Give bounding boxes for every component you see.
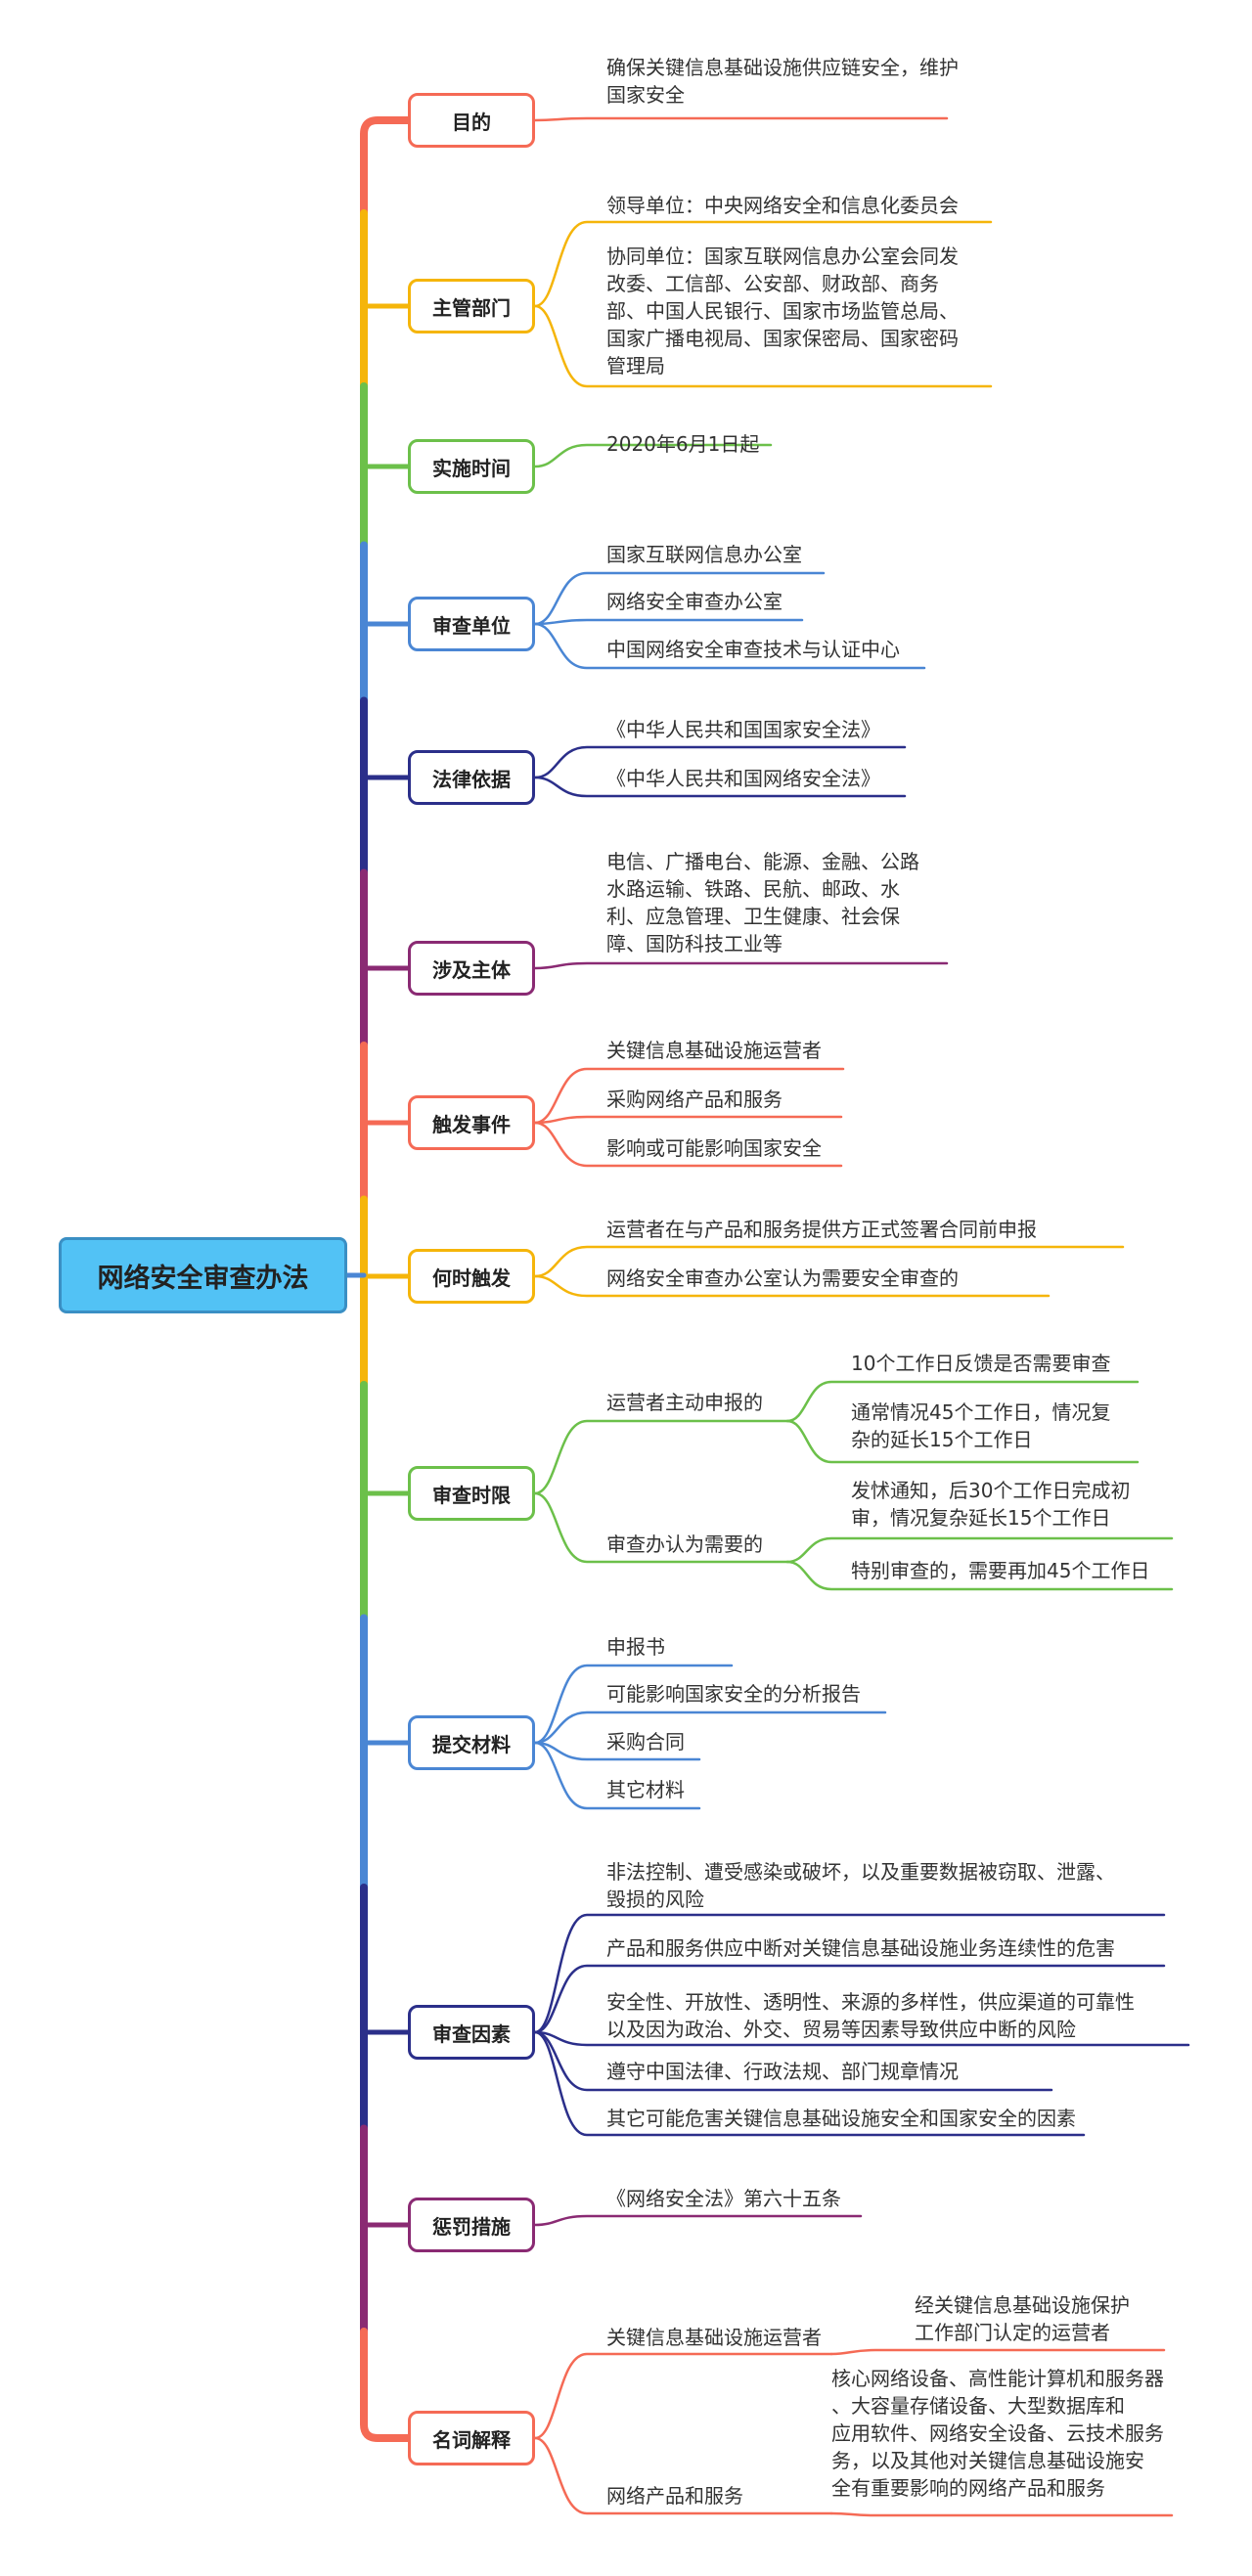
branch-line bbox=[533, 622, 926, 670]
category-node[interactable]: 审查单位 bbox=[408, 597, 535, 651]
branch-line bbox=[533, 1491, 789, 1564]
category-node[interactable]: 惩罚措施 bbox=[408, 2198, 535, 2252]
branch-line bbox=[533, 220, 993, 308]
branch-line bbox=[533, 1710, 887, 1745]
sub-branch-line bbox=[785, 1536, 1174, 1564]
category-node[interactable]: 涉及主体 bbox=[408, 941, 535, 996]
branch-line bbox=[533, 618, 804, 626]
branch-label[interactable]: 《中华人民共和国网络安全法》 bbox=[606, 767, 880, 790]
branch-line bbox=[533, 1664, 734, 1745]
branch-line bbox=[533, 1964, 1166, 2034]
trunk-segment bbox=[360, 116, 412, 217]
sub-branch-label[interactable]: 核心网络设备、高性能计算机和服务器 、大容量存储设备、大型数据库和 应用软件、网… bbox=[831, 2367, 1164, 2500]
sub-branch-label[interactable]: 通常情况45个工作日，情况复 杂的延长15个工作日 bbox=[851, 1400, 1111, 1451]
sub-branch-label[interactable]: 10个工作日反馈是否需要审查 bbox=[851, 1352, 1111, 1375]
branch-line bbox=[533, 2436, 833, 2515]
branch-label[interactable]: 电信、广播电台、能源、金融、公路 水路运输、铁路、民航、邮政、水 利、应急管理、… bbox=[606, 850, 919, 955]
category-node[interactable]: 审查时限 bbox=[408, 1466, 535, 1521]
branch-label[interactable]: 《网络安全法》第六十五条 bbox=[606, 2187, 841, 2210]
branch-label[interactable]: 其它材料 bbox=[606, 1778, 685, 1801]
branch-label[interactable]: 《中华人民共和国国家安全法》 bbox=[606, 718, 880, 741]
branch-label[interactable]: 申报书 bbox=[606, 1635, 665, 1659]
branch-line bbox=[533, 304, 993, 388]
category-node[interactable]: 目的 bbox=[408, 93, 535, 148]
branch-line bbox=[533, 1741, 701, 1810]
branch-line bbox=[533, 1115, 843, 1125]
branch-line bbox=[533, 1741, 701, 1761]
branch-label[interactable]: 2020年6月1日起 bbox=[606, 432, 760, 456]
sub-branch-line bbox=[829, 2348, 1166, 2356]
branch-label[interactable]: 采购网络产品和服务 bbox=[606, 1088, 782, 1111]
branch-label[interactable]: 运营者在与产品和服务提供方正式签署合同前申报 bbox=[606, 1218, 1037, 1241]
sub-branch-label[interactable]: 经关键信息基础设施保护 工作部门认定的运营者 bbox=[915, 2293, 1130, 2344]
category-node[interactable]: 法律依据 bbox=[408, 750, 535, 805]
branch-line bbox=[533, 776, 907, 798]
branch-label[interactable]: 可能影响国家安全的分析报告 bbox=[606, 1682, 861, 1706]
trunk-segment bbox=[360, 2328, 412, 2442]
branch-line bbox=[533, 2030, 1190, 2047]
sub-branch-label[interactable]: 发怵通知，后30个工作日完成初 审，情况复杂延长15个工作日 bbox=[851, 1479, 1131, 1530]
branch-label[interactable]: 中国网络安全审查技术与认证中心 bbox=[606, 638, 900, 661]
branch-label[interactable]: 关键信息基础设施运营者 bbox=[606, 2326, 822, 2349]
branch-line bbox=[533, 443, 773, 468]
sub-branch-line bbox=[785, 1560, 1174, 1591]
branch-label[interactable]: 确保关键信息基础设施供应链安全，维护 国家安全 bbox=[606, 56, 959, 107]
branch-label[interactable]: 采购合同 bbox=[606, 1730, 685, 1754]
branch-line bbox=[533, 1274, 1051, 1298]
category-node[interactable]: 何时触发 bbox=[408, 1249, 535, 1304]
branch-label[interactable]: 网络安全审查办公室 bbox=[606, 590, 782, 613]
branch-label[interactable]: 影响或可能影响国家安全 bbox=[606, 1136, 822, 1160]
branch-line bbox=[533, 745, 907, 779]
branch-label[interactable]: 遵守中国法律、行政法规、部门规章情况 bbox=[606, 2060, 959, 2083]
branch-label[interactable]: 协同单位：国家互联网信息办公室会同发 改委、工信部、公安部、财政部、商务 部、中… bbox=[606, 244, 959, 378]
branch-label[interactable]: 其它可能危害关键信息基础设施安全和国家安全的因素 bbox=[606, 2107, 1076, 2130]
branch-label[interactable]: 国家互联网信息办公室 bbox=[606, 543, 802, 566]
branch-label[interactable]: 运营者主动申报的 bbox=[606, 1391, 763, 1414]
branch-line bbox=[533, 1419, 789, 1495]
branch-label[interactable]: 网络产品和服务 bbox=[606, 2484, 743, 2508]
branch-label[interactable]: 网络安全审查办公室认为需要安全审查的 bbox=[606, 1266, 959, 1290]
branch-line bbox=[533, 2214, 863, 2227]
branch-label[interactable]: 非法控制、遭受感染或破坏，以及重要数据被窃取、泄露、 毁损的风险 bbox=[606, 1860, 1115, 1911]
branch-line bbox=[533, 571, 826, 626]
branch-line bbox=[533, 1121, 843, 1168]
branch-label[interactable]: 关键信息基础设施运营者 bbox=[606, 1039, 822, 1062]
sub-branch-line bbox=[785, 1380, 1140, 1423]
category-node[interactable]: 实施时间 bbox=[408, 439, 535, 494]
sub-branch-label[interactable]: 特别审查的，需要再加45个工作日 bbox=[851, 1559, 1150, 1582]
category-node[interactable]: 审查因素 bbox=[408, 2005, 535, 2060]
category-node[interactable]: 触发事件 bbox=[408, 1095, 535, 1150]
sub-branch-line bbox=[785, 1419, 1140, 1464]
category-node[interactable]: 提交材料 bbox=[408, 1715, 535, 1770]
branch-line bbox=[533, 2352, 833, 2440]
sub-branch-line bbox=[829, 2511, 1174, 2517]
branch-line bbox=[533, 116, 949, 122]
branch-line bbox=[533, 1245, 1125, 1278]
branch-line bbox=[533, 1913, 1166, 2034]
branch-line bbox=[533, 1067, 845, 1125]
branch-line bbox=[533, 961, 949, 970]
branch-label[interactable]: 领导单位：中央网络安全和信息化委员会 bbox=[606, 194, 959, 217]
branch-label[interactable]: 审查办认为需要的 bbox=[606, 1532, 763, 1556]
branch-label[interactable]: 安全性、开放性、透明性、来源的多样性，供应渠道的可靠性 以及因为政治、外交、贸易… bbox=[606, 1990, 1135, 2041]
category-node[interactable]: 主管部门 bbox=[408, 279, 535, 333]
root-node[interactable]: 网络安全审查办法 bbox=[59, 1237, 347, 1313]
branch-line bbox=[533, 2030, 1086, 2137]
branch-label[interactable]: 产品和服务供应中断对关键信息基础设施业务连续性的危害 bbox=[606, 1936, 1115, 1960]
category-node[interactable]: 名词解释 bbox=[408, 2411, 535, 2465]
